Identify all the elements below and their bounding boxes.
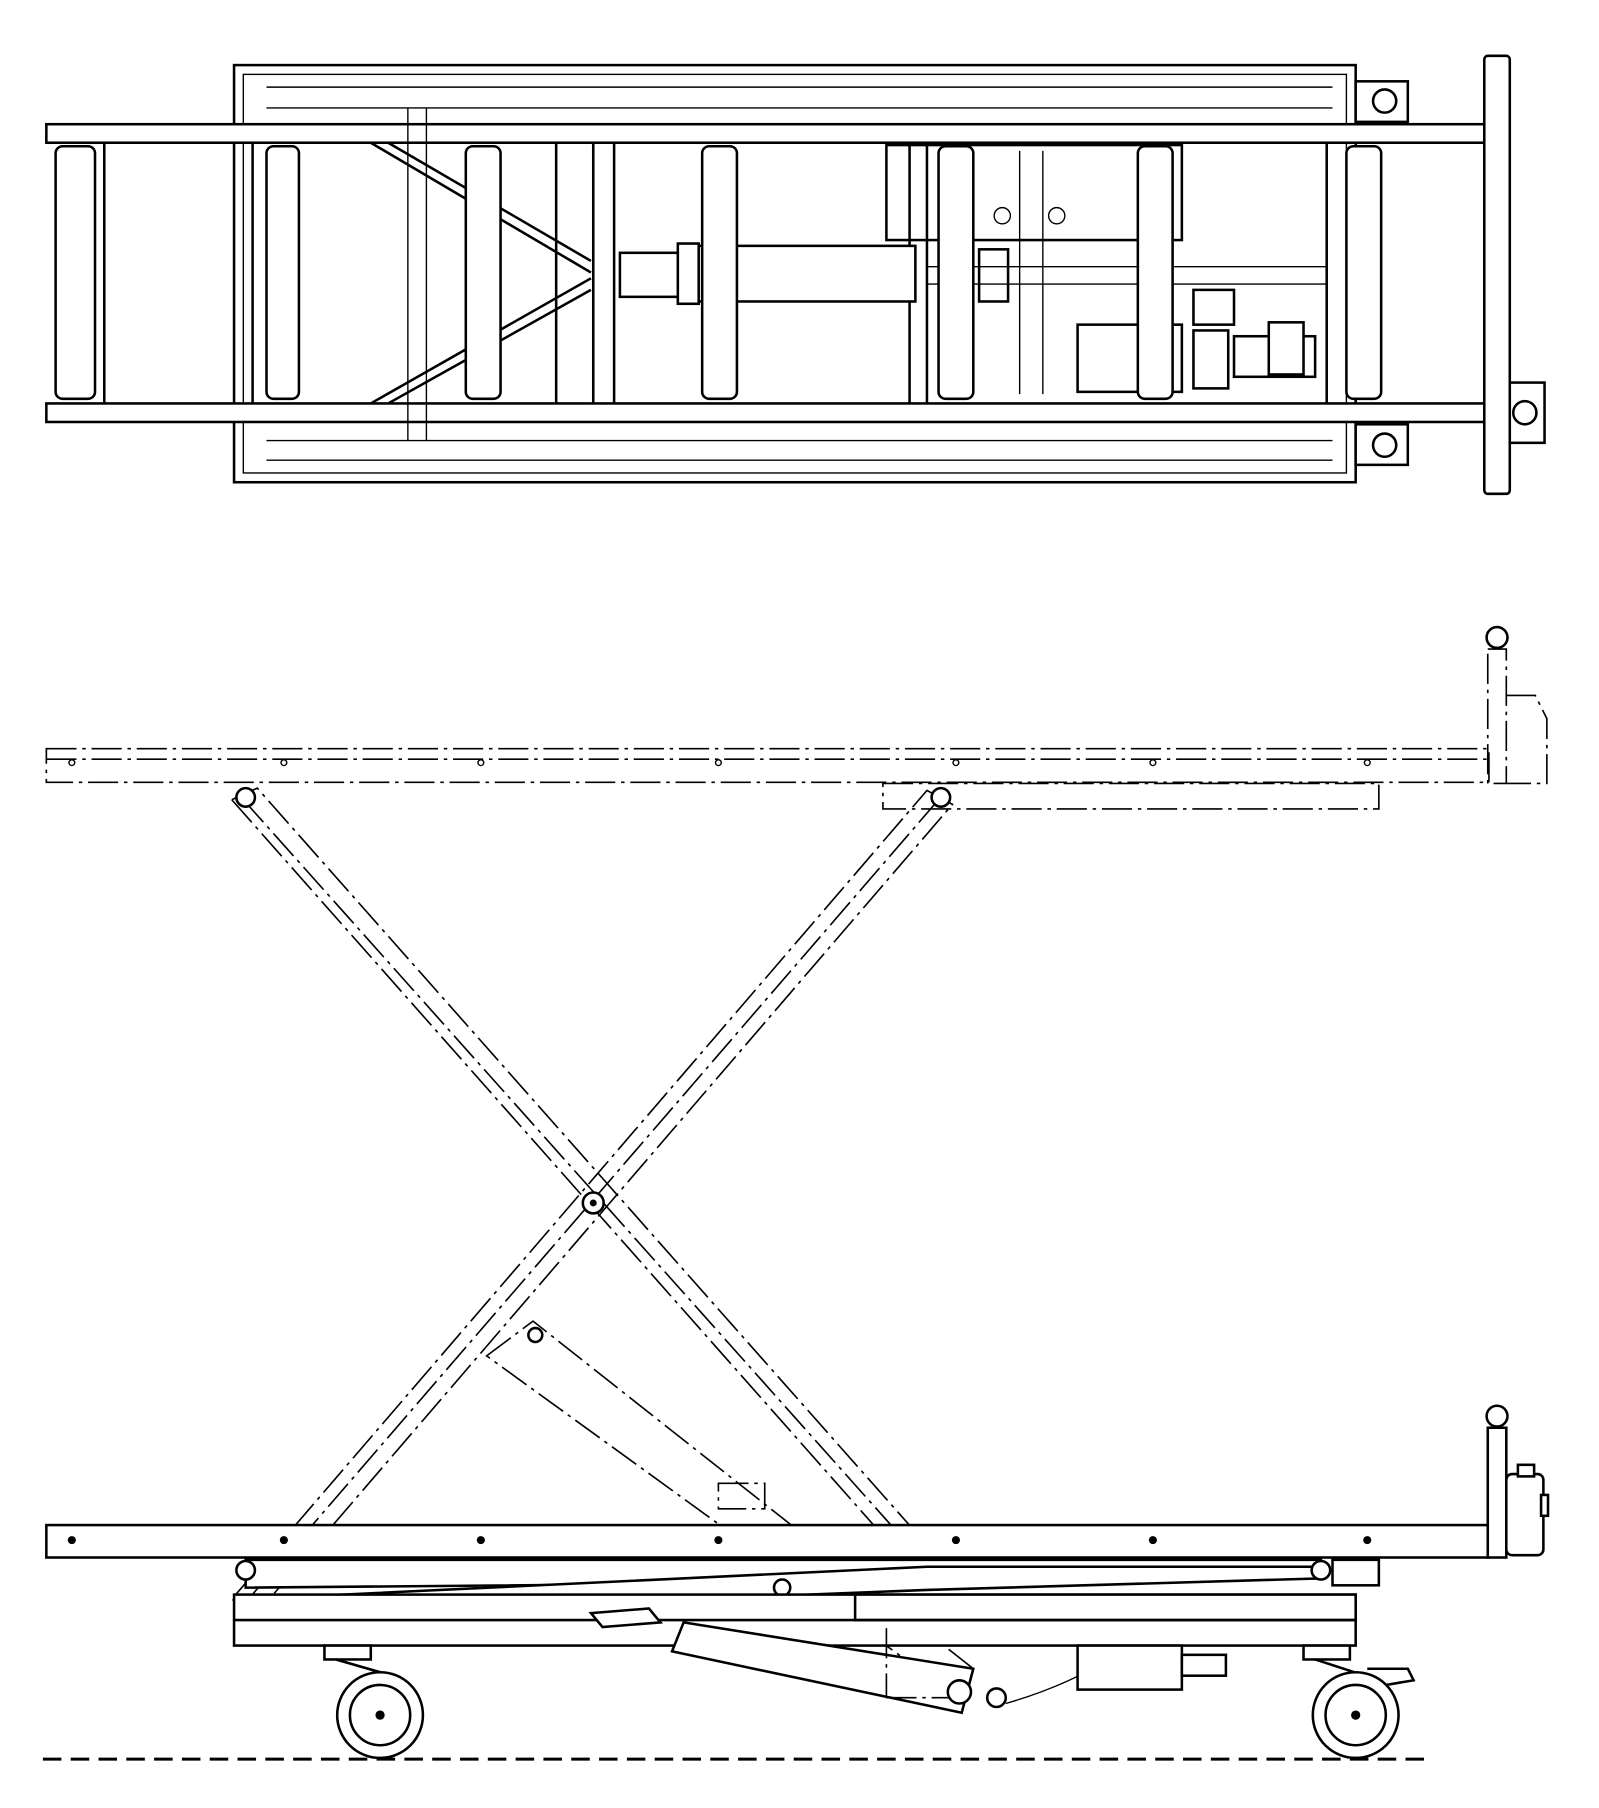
roller <box>1136 144 1174 401</box>
pivot-top-left <box>235 786 257 808</box>
pivot-top-right <box>930 786 952 808</box>
motor-side <box>1076 1644 1184 1691</box>
roller <box>464 144 502 401</box>
push-handle <box>1483 54 1512 496</box>
roller <box>937 144 975 401</box>
lowered-platform <box>45 1523 1491 1559</box>
caster-right <box>1302 1644 1416 1760</box>
side-view-lowered <box>42 1404 1550 1761</box>
actuator-cylinder-side <box>670 1620 975 1715</box>
side-rail-top <box>45 122 1487 145</box>
caster-left <box>323 1644 425 1760</box>
roller <box>700 144 739 401</box>
roller <box>1345 144 1383 401</box>
control-box <box>1508 381 1546 445</box>
roller <box>54 144 97 401</box>
raised-platform <box>45 747 1490 784</box>
roller <box>265 144 301 401</box>
motor-bracket <box>885 143 1184 242</box>
caster-top <box>1371 88 1398 114</box>
side-rail-bottom <box>45 402 1487 424</box>
handle-knob <box>1485 1404 1509 1428</box>
caster-top <box>1371 432 1398 459</box>
control-box-side <box>1505 1472 1545 1557</box>
top-view <box>45 54 1546 496</box>
handle-knob-raised <box>1485 625 1509 650</box>
handle-post <box>1486 1426 1508 1559</box>
